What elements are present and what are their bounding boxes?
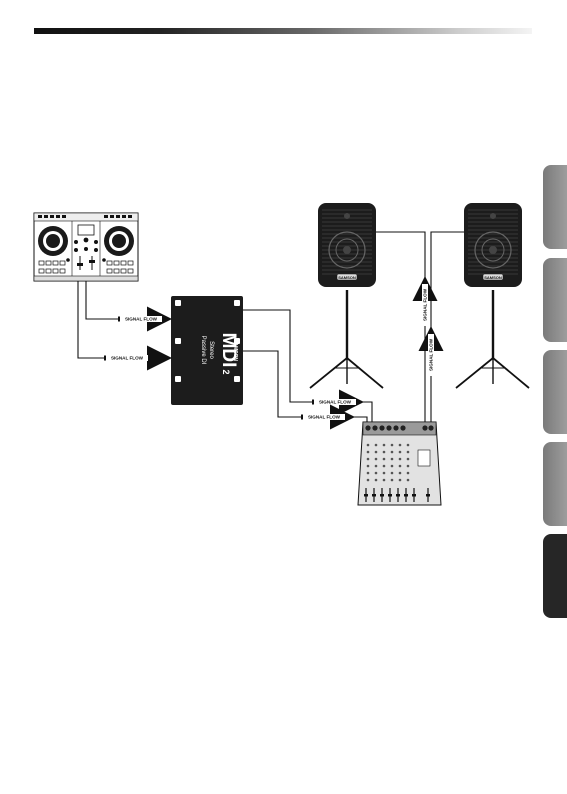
cable-controller-left: [86, 280, 171, 319]
speaker-left-brand: SAMSON: [338, 275, 356, 280]
signal-flow-label-4: SIGNAL FLOW: [301, 414, 350, 420]
svg-text:SIGNAL FLOW: SIGNAL FLOW: [423, 288, 428, 321]
speaker-left: SAMSON: [310, 203, 383, 388]
dj-controller: [34, 213, 138, 281]
signal-flow-label-2: SIGNAL FLOW: [104, 355, 167, 361]
svg-text:SIGNAL FLOW: SIGNAL FLOW: [111, 356, 144, 361]
speaker-right: SAMSON: [456, 203, 529, 388]
svg-text:SIGNAL FLOW: SIGNAL FLOW: [319, 400, 352, 405]
cables: [78, 232, 497, 424]
svg-text:SIGNAL FLOW: SIGNAL FLOW: [429, 338, 434, 371]
di-label-line1: Stereo: [208, 341, 214, 359]
mixer: [358, 422, 441, 505]
signal-flow-label-6: SIGNAL FLOW: [428, 331, 434, 376]
signal-flow-label-5: SIGNAL FLOW: [422, 281, 428, 326]
signal-flow-label-1: SIGNAL FLOW: [118, 316, 167, 322]
speaker-right-brand: SAMSON: [484, 275, 502, 280]
svg-text:SIGNAL FLOW: SIGNAL FLOW: [125, 317, 158, 322]
cable-di-out-right: [243, 351, 367, 424]
di-brand: SAMSON: [232, 339, 238, 361]
svg-text:SIGNAL FLOW: SIGNAL FLOW: [308, 415, 341, 420]
di-model-suffix: 2: [221, 369, 231, 374]
di-box: MDI 2 Stereo Passive DI SAMSON: [171, 296, 243, 405]
di-label-line2: Passive DI: [200, 336, 206, 365]
signal-flow-label-3: SIGNAL FLOW: [312, 399, 359, 405]
cable-di-out-left: [243, 310, 372, 424]
